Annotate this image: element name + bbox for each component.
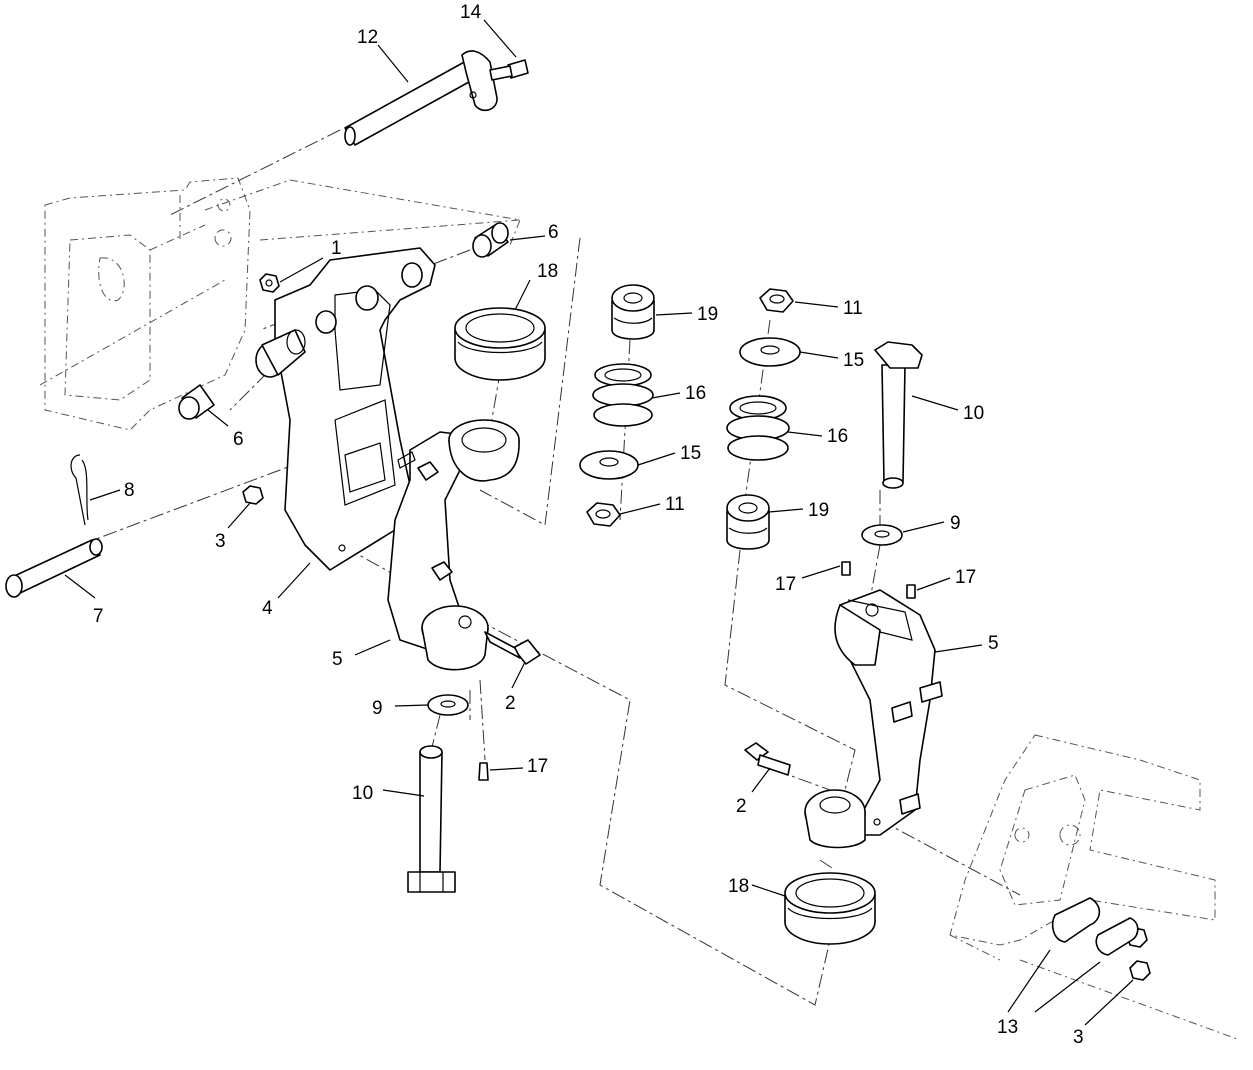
callout-18-lower: 18 — [728, 876, 749, 897]
link-plate-13 — [1051, 897, 1139, 956]
callout-10-right: 10 — [963, 403, 984, 424]
nut-3-left — [242, 485, 264, 505]
callout-9-right: 9 — [950, 513, 961, 534]
callout-17-mid: 17 — [775, 574, 796, 595]
callout-1: 1 — [331, 238, 342, 259]
washer-9-left — [427, 694, 469, 716]
callout-18-upper: 18 — [537, 261, 558, 282]
callout-10-left: 10 — [352, 783, 373, 804]
bolt-10-left — [407, 745, 456, 893]
callout-16-left: 16 — [685, 383, 706, 404]
pivot-bracket-4 — [255, 247, 436, 571]
callout-2-right: 2 — [736, 796, 747, 817]
bolt-2-right — [744, 742, 791, 776]
cap-19-lower — [726, 494, 770, 550]
callout-11-right: 11 — [843, 298, 863, 319]
frame-ghost-right — [949, 734, 1241, 1041]
callout-17-right: 17 — [955, 567, 976, 588]
bolt-10-right — [874, 341, 923, 489]
washer-9-right — [861, 524, 903, 546]
housing-18-lower — [784, 872, 876, 945]
spring-16-left — [592, 363, 654, 427]
frame-ghost-left — [39, 177, 521, 431]
callout-12: 12 — [357, 27, 378, 48]
callout-11-left: 11 — [665, 494, 685, 515]
callout-13: 13 — [997, 1017, 1018, 1038]
callout-labels: 1 12 14 6 6 18 19 16 15 11 8 3 7 4 5 2 9… — [93, 2, 1084, 1048]
callout-9-left: 9 — [372, 698, 383, 719]
leader-lines — [64, 19, 1134, 1026]
nut-11-left — [586, 502, 621, 527]
callout-5-right: 5 — [988, 633, 999, 654]
washer-15-right — [739, 337, 801, 367]
washer-15-left — [579, 450, 639, 480]
castor-fork-5-left — [387, 419, 520, 671]
callout-2-left: 2 — [505, 693, 516, 714]
bushing-6-upper — [472, 222, 509, 258]
callout-5-left: 5 — [332, 649, 343, 670]
callout-3-right: 3 — [1073, 1027, 1084, 1048]
bushing-6-lower — [178, 384, 215, 420]
callout-3-left: 3 — [215, 531, 226, 552]
callout-14: 14 — [460, 2, 482, 23]
callout-17-left: 17 — [527, 756, 548, 777]
callout-7: 7 — [93, 606, 104, 627]
pin-7 — [5, 538, 103, 598]
nut-1 — [259, 273, 280, 293]
callout-6-lower: 6 — [233, 429, 244, 450]
pivot-pin-12 — [344, 50, 498, 146]
grease-fitting-17 — [478, 561, 916, 781]
callout-19-upper: 19 — [697, 304, 718, 325]
callout-6-upper: 6 — [548, 222, 559, 243]
callout-8: 8 — [124, 480, 135, 501]
callout-16-right: 16 — [827, 426, 848, 447]
cap-19-upper — [611, 284, 655, 340]
callout-15-right: 15 — [843, 350, 864, 371]
callout-19-lower: 19 — [808, 500, 829, 521]
bolt-2-left — [484, 631, 541, 665]
bolt-14 — [489, 59, 529, 81]
hair-pin-8 — [70, 454, 89, 526]
callout-4: 4 — [262, 598, 273, 619]
callout-15-left: 15 — [680, 443, 701, 464]
castor-fork-5-right — [804, 589, 943, 849]
housing-18-upper — [454, 307, 546, 381]
nut-11-right — [759, 288, 794, 313]
spring-16-right — [726, 395, 790, 461]
